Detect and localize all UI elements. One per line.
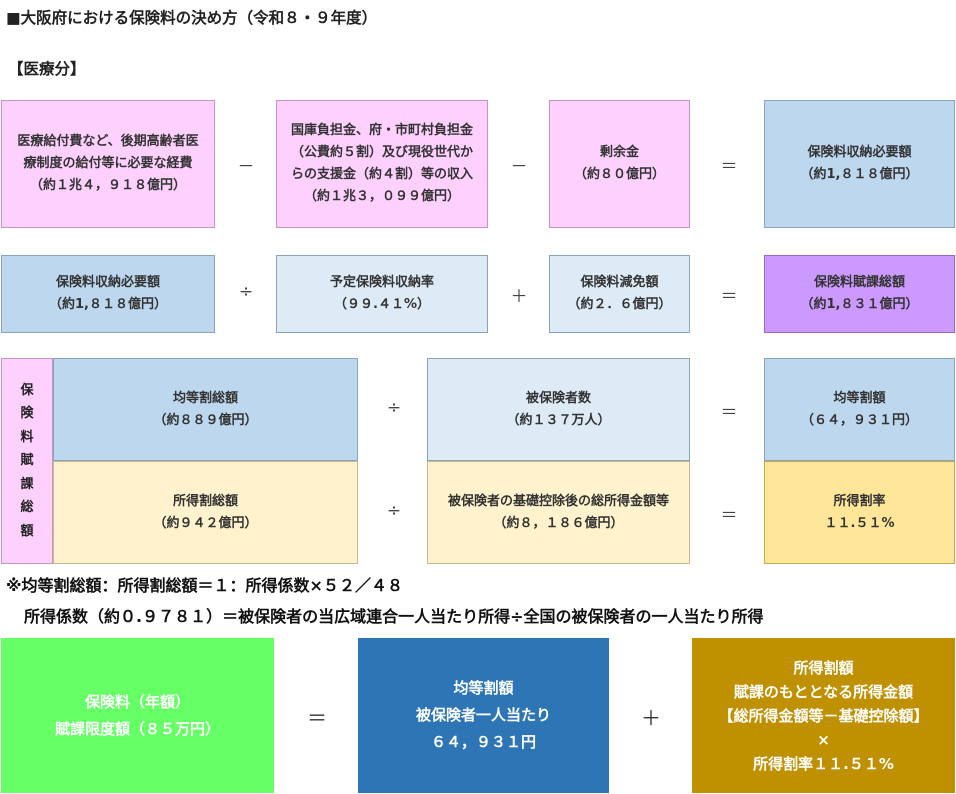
box-line: （約1,８１８億円） — [49, 297, 167, 312]
vertical-char: 額 — [20, 523, 34, 539]
section-label: 【医療分】 — [8, 60, 86, 78]
box-line: （約８０億円） — [573, 167, 665, 182]
box-line: 保険料賦課総額 — [813, 275, 905, 290]
box-line: 均等割額 — [833, 390, 886, 406]
box-line: 所得割率１１.５１% — [753, 754, 894, 773]
required-collection-box: 保険料収納必要額 （約1,８１８億円） — [1, 255, 215, 333]
box-line: 予定保険料収納率 — [329, 275, 434, 290]
equal-share-total-box: 均等割総額 （約８８９億円） — [53, 358, 358, 461]
equal-share-amount-box: 均等割額 （６４，９３１円） — [764, 358, 955, 461]
box-line: ６４，９３１円 — [430, 733, 536, 751]
equal-share-per-person-box: 均等割額 被保険者一人当たり ６４，９３１円 — [358, 638, 609, 793]
required-collection-box: 保険料収納必要額 （約1,８１８億円） — [764, 100, 955, 228]
equals-operator: ＝ — [720, 287, 738, 307]
minus-operator: － — [237, 157, 255, 177]
vertical-char: 料 — [20, 429, 34, 445]
total-income-box: 被保険者の基礎控除後の総所得金額等 （約８，１８６億円） — [427, 461, 690, 564]
box-line: 療制度の給付等に必要な経費 — [23, 156, 193, 171]
box-line: １１.５１% — [824, 515, 895, 531]
vertical-char: 険 — [20, 406, 34, 422]
box-line: 剰余金 — [599, 145, 639, 160]
equals-operator: ＝ — [307, 706, 327, 730]
box-line: 保険料収納必要額 — [807, 145, 912, 160]
box-line: （約９４２億円） — [153, 515, 258, 531]
surplus-box: 剰余金 （約８０億円） — [549, 100, 690, 228]
box-line: 被保険者数 — [525, 390, 591, 406]
equals-operator: ＝ — [720, 506, 738, 526]
equals-operator: ＝ — [720, 403, 738, 423]
box-line: 所得割率 — [833, 493, 886, 509]
equals-operator: ＝ — [720, 157, 738, 177]
box-line: （約１兆３，０９９億円） — [303, 189, 460, 204]
page-title: ■大阪府における保険料の決め方（令和８・９年度） — [6, 9, 378, 27]
total-levy-box: 保険料賦課総額 （約1,８３１億円） — [764, 255, 955, 333]
box-line: らの支援金（約４割）等の収入 — [290, 167, 473, 182]
box-line: 保険料（年額） — [84, 692, 190, 711]
income-share-amount-box: 所得割額 賦課のもととなる所得金額 【総所得金額等－基礎控除額】 × 所得割率１… — [692, 638, 955, 793]
box-line: 医療給付費など、後期高齢者医 — [17, 134, 199, 149]
medical-expenses-box: 医療給付費など、後期高齢者医 療制度の給付等に必要な経費 （約１兆４，９１８億円… — [1, 100, 215, 228]
divide-operator: ÷ — [386, 398, 402, 418]
box-line: 均等割額 — [453, 679, 514, 697]
annual-premium-box: 保険料（年額） 賦課限度額（８５万円） — [1, 638, 274, 793]
ratio-note: ※均等割総額：所得割総額＝１：所得係数×５２／４８ — [6, 576, 403, 595]
insured-count-box: 被保険者数 （約１３７万人） — [427, 358, 690, 461]
minus-operator: － — [510, 157, 528, 177]
vertical-char: 課 — [20, 476, 34, 492]
collection-rate-box: 予定保険料収納率 （９９.４１%） — [276, 255, 488, 333]
box-line: 国庫負担金、府・市町村負担金 — [290, 123, 473, 138]
box-line: 被保険者一人当たり — [415, 706, 551, 724]
income-rate-box: 所得割率 １１.５１% — [764, 461, 955, 564]
box-line: 賦課のもととなる所得金額 — [733, 682, 914, 701]
divide-operator: ÷ — [238, 282, 254, 302]
box-line: （約２．６億円） — [567, 297, 672, 312]
total-levy-vertical-label: 保 険 料 賦 課 総 額 — [1, 358, 53, 564]
box-line: （約８８９億円） — [153, 412, 258, 428]
vertical-char: 保 — [20, 382, 34, 398]
divide-operator: ÷ — [386, 501, 402, 521]
box-line: （約１兆４，９１８億円） — [29, 178, 186, 193]
box-line: 均等割総額 — [172, 390, 238, 406]
plus-operator: ＋ — [510, 287, 528, 307]
box-line: 【総所得金額等－基礎控除額】 — [718, 706, 929, 725]
box-line: （６４，９３１円） — [800, 412, 918, 428]
box-line: （９９.４１%） — [334, 297, 430, 312]
box-line: （約1,８３１億円） — [800, 297, 919, 312]
box-line: （公費約５割）及び現役世代か — [290, 145, 473, 160]
box-line: 所得割総額 — [172, 493, 238, 509]
income-share-total-box: 所得割総額 （約９４２億円） — [53, 461, 358, 564]
box-line: （約８，１８６億円） — [493, 515, 624, 531]
box-line: 被保険者の基礎控除後の総所得金額等 — [447, 493, 669, 509]
box-line: 保険料減免額 — [580, 275, 659, 290]
box-line: × — [817, 730, 830, 749]
box-line: （約1,８１８億円） — [800, 167, 919, 182]
box-line: 保険料収納必要額 — [55, 275, 160, 290]
public-funding-box: 国庫負担金、府・市町村負担金 （公費約５割）及び現役世代か らの支援金（約４割）… — [276, 100, 488, 228]
reduction-amount-box: 保険料減免額 （約２．６億円） — [549, 255, 690, 333]
plus-operator: ＋ — [641, 706, 661, 730]
vertical-char: 賦 — [20, 453, 34, 469]
box-line: 所得割額 — [793, 658, 854, 677]
box-line: （約１３７万人） — [506, 412, 611, 428]
vertical-char: 総 — [20, 500, 34, 516]
income-coefficient-note: 所得係数（約０.９７８１）＝被保険者の当広域連合一人当たり所得÷全国の被保険者の… — [24, 607, 764, 626]
box-line: 賦課限度額（８５万円） — [54, 719, 220, 738]
